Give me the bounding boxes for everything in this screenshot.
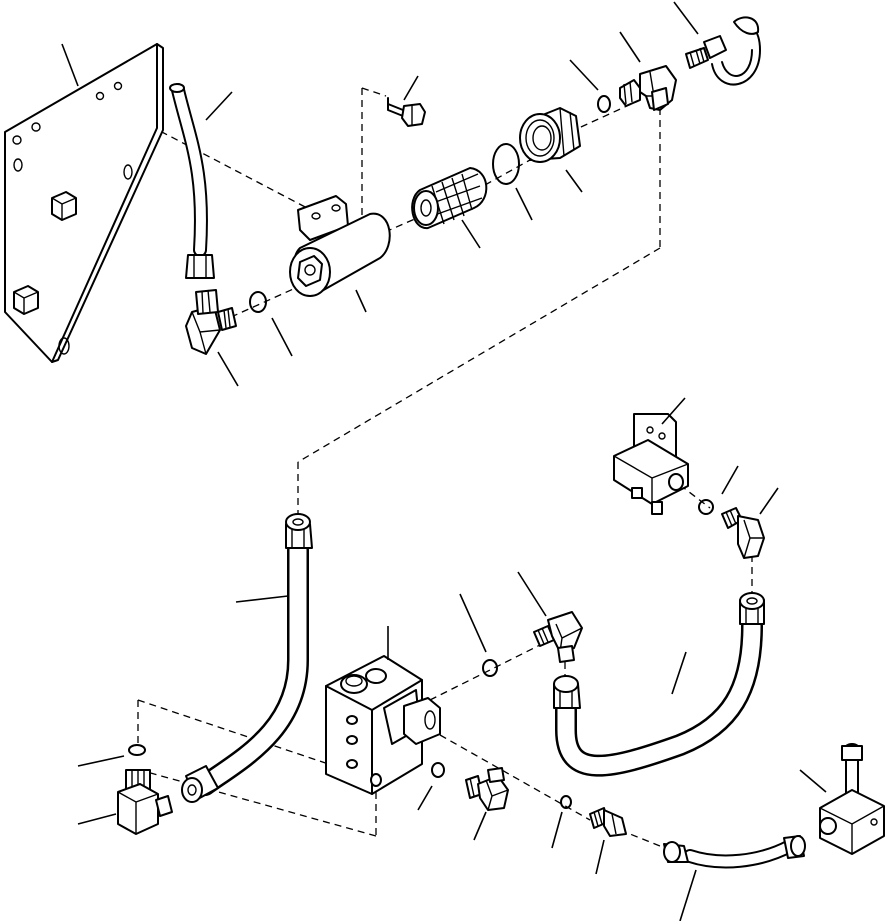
elbow-block-lower-left bbox=[117, 769, 173, 835]
upper-hose bbox=[169, 83, 215, 279]
filter-cap bbox=[519, 107, 581, 163]
elbow-fitting-valve bbox=[533, 611, 583, 663]
elbow-fitting-valve-bottom bbox=[465, 767, 509, 811]
mounting-plate bbox=[4, 43, 164, 363]
filter-housing bbox=[289, 195, 391, 297]
elbow-fitting-bracket bbox=[721, 507, 765, 559]
o-ring-left bbox=[249, 291, 267, 313]
o-ring-large bbox=[492, 143, 520, 185]
long-hose bbox=[181, 513, 313, 803]
o-ring-lower-left bbox=[128, 744, 146, 756]
o-ring-valve-bottom bbox=[431, 762, 445, 778]
elbow-fitting-top bbox=[619, 65, 677, 111]
o-ring-bottom bbox=[560, 795, 572, 809]
o-ring-bracket bbox=[698, 499, 714, 515]
straight-fitting-bottom bbox=[589, 807, 627, 837]
hose-nipple-fitting bbox=[685, 16, 761, 86]
mounting-bracket-block bbox=[613, 413, 689, 515]
o-ring-small-top bbox=[597, 95, 611, 113]
curved-hose bbox=[553, 592, 765, 777]
valve-block bbox=[325, 655, 441, 795]
o-ring-valve-top bbox=[482, 659, 498, 677]
bolt bbox=[387, 97, 426, 127]
filter-element bbox=[411, 167, 488, 229]
elbow-fitting-left bbox=[185, 289, 237, 355]
tee-block-right bbox=[819, 743, 885, 855]
small-hose-bottom bbox=[663, 835, 806, 869]
callout-leaders bbox=[61, 1, 827, 921]
